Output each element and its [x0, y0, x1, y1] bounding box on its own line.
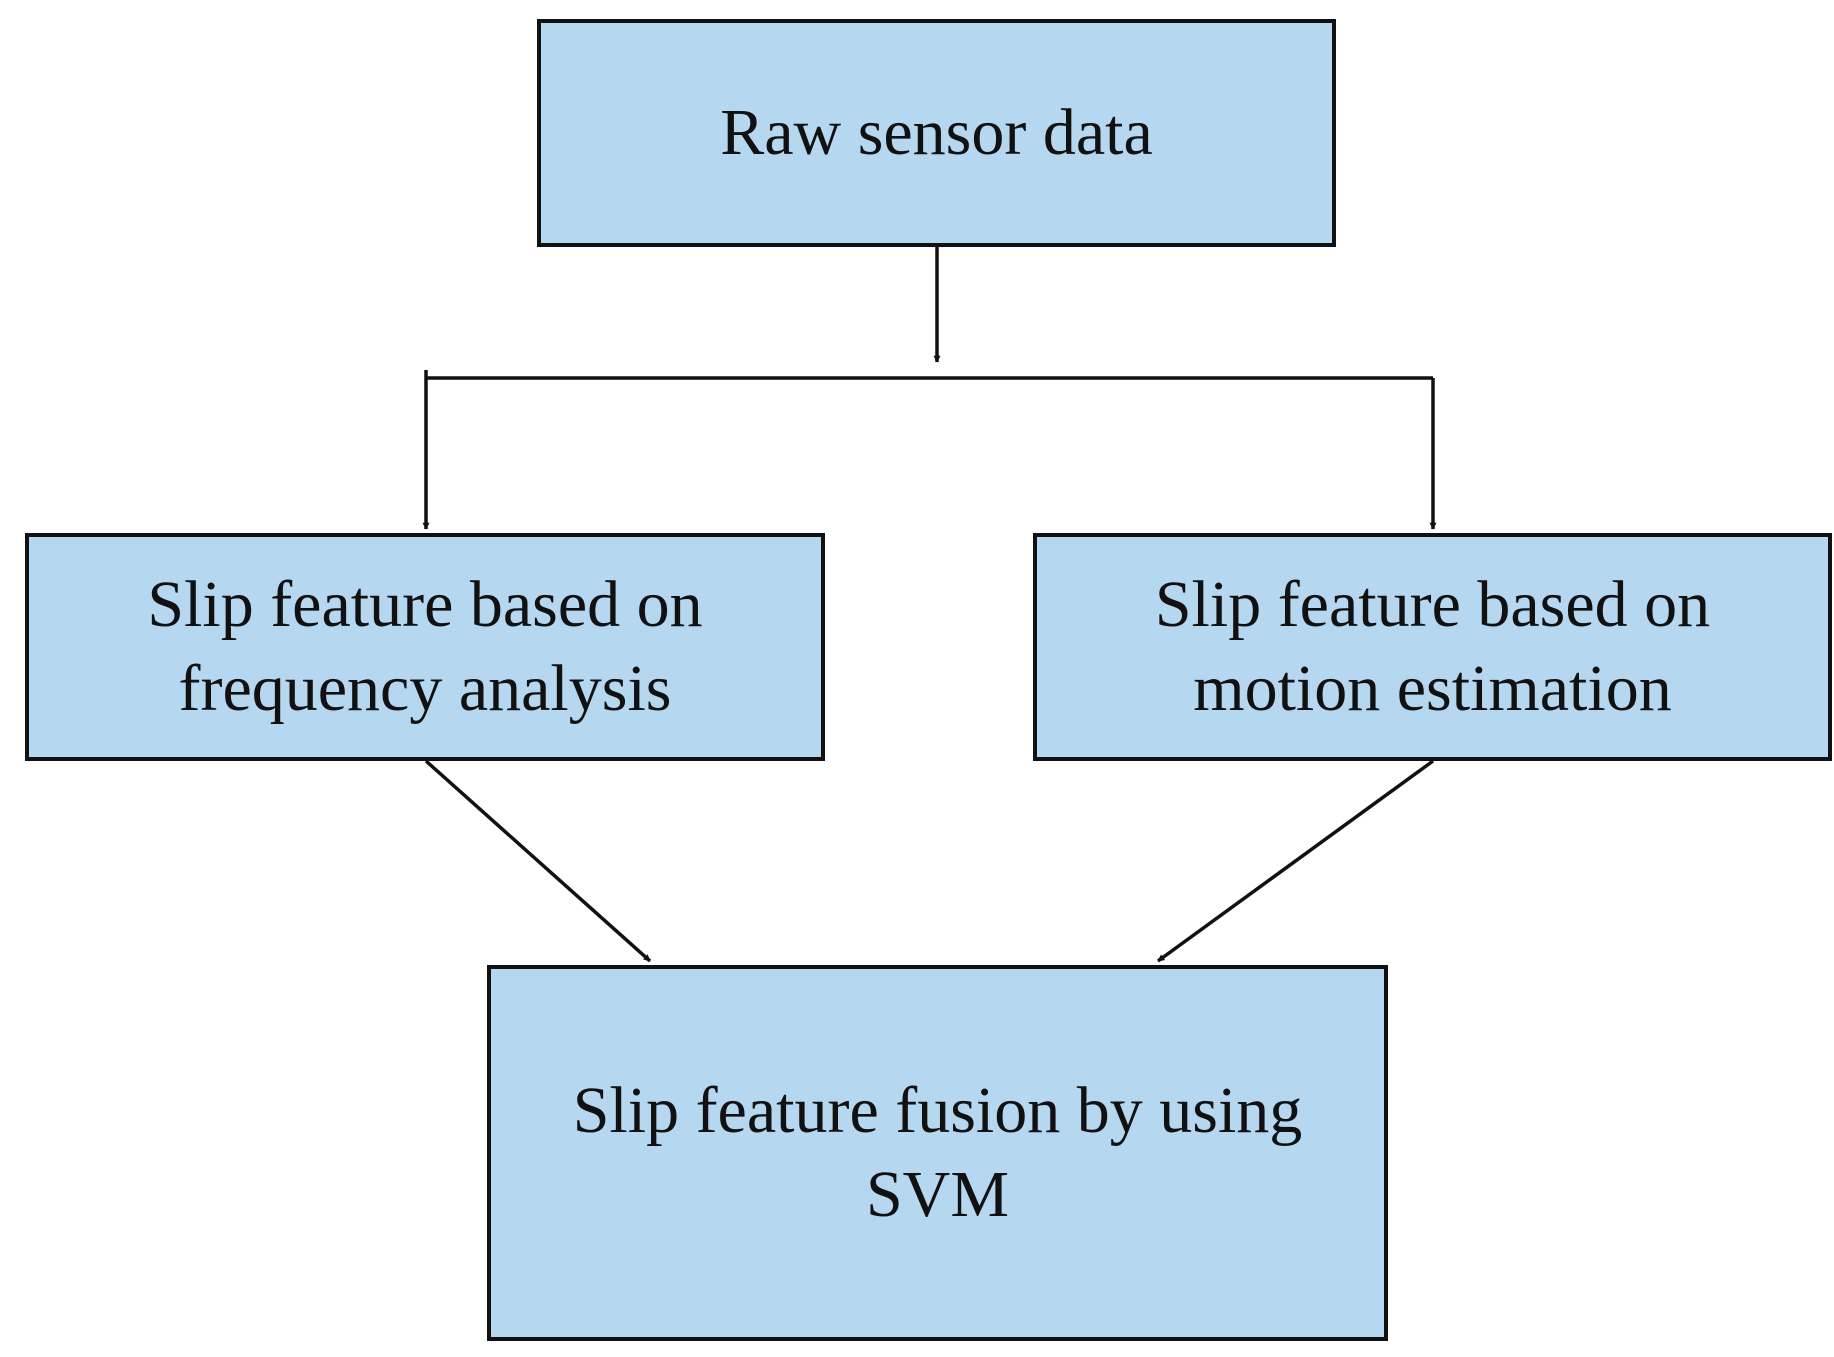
node-label: Slip feature based on frequency analysis	[147, 563, 702, 731]
node-label: Slip feature fusion by using SVM	[573, 1069, 1303, 1237]
node-label-line: frequency analysis	[178, 652, 672, 725]
node-label-line: Slip feature based on	[147, 568, 703, 641]
node-label-line: SVM	[865, 1158, 1010, 1231]
node-svm-fusion: Slip feature fusion by using SVM	[487, 965, 1388, 1341]
node-label: Slip feature based on motion estimation	[1155, 563, 1710, 731]
node-label: Raw sensor data	[720, 91, 1153, 175]
node-label-line: Slip feature based on	[1154, 568, 1711, 641]
node-motion-estimation: Slip feature based on motion estimation	[1033, 533, 1832, 761]
edge-freq-to-fusion	[424, 759, 652, 963]
node-frequency-analysis: Slip feature based on frequency analysis	[25, 533, 825, 761]
node-raw-sensor-data: Raw sensor data	[537, 19, 1336, 247]
edge-motion-to-fusion	[1156, 759, 1435, 963]
node-label-line: motion estimation	[1193, 652, 1672, 725]
node-label-line: Raw sensor data	[720, 96, 1153, 169]
node-label-line: Slip feature fusion by using	[572, 1074, 1303, 1147]
